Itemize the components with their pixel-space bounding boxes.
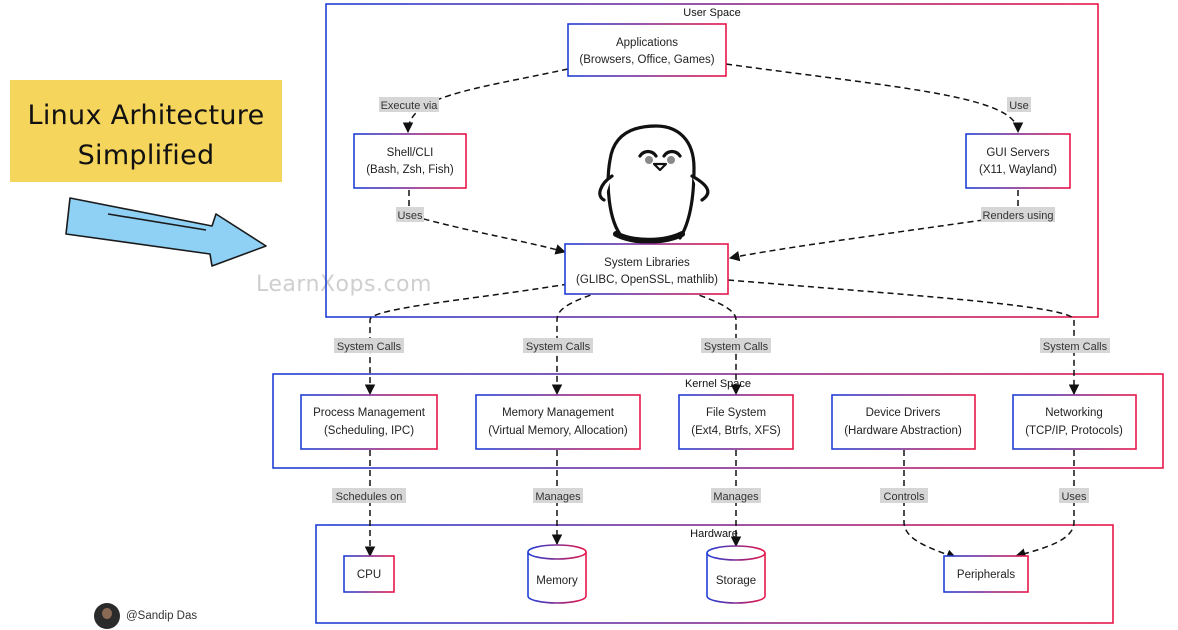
- node-filesystem-subtitle: (Ext4, Btrfs, XFS): [691, 425, 781, 437]
- node-applications-subtitle: (Browsers, Office, Games): [579, 54, 714, 66]
- node-gui-subtitle: (X11, Wayland): [979, 164, 1057, 176]
- penguin-icon: [598, 124, 710, 244]
- node-libraries-title: System Libraries: [604, 257, 690, 269]
- node-networking-title: Networking: [1045, 407, 1103, 419]
- edge-label-system-calls-4: System Calls: [1043, 341, 1108, 353]
- node-memory-label: Memory: [536, 575, 578, 587]
- node-memory: Memory: [527, 544, 587, 604]
- edge-label-manages-fs: Manages: [713, 491, 759, 503]
- node-shell-cli: Shell/CLI (Bash, Zsh, Fish): [353, 133, 467, 189]
- group-title-user-space: User Space: [683, 7, 740, 19]
- title-sticky-note: Linux Arhitecture Simplified: [10, 80, 282, 182]
- edge-apps-shell: [402, 68, 569, 134]
- edge-label-use: Use: [1009, 100, 1029, 112]
- edge-label-renders-using: Renders using: [983, 210, 1054, 222]
- node-storage-label: Storage: [716, 575, 756, 587]
- node-process-subtitle: (Scheduling, IPC): [324, 425, 414, 437]
- edge-libs-process: [364, 283, 569, 396]
- author-badge: @Sandip Das: [94, 602, 197, 630]
- edge-libs-fs: [689, 291, 742, 396]
- node-shell-title: Shell/CLI: [387, 147, 434, 159]
- edge-drivers-peripherals: [903, 450, 957, 560]
- node-process-management: Process Management (Scheduling, IPC): [300, 394, 438, 450]
- node-memory-management: Memory Management (Virtual Memory, Alloc…: [475, 394, 641, 450]
- edge-label-manages-memory: Manages: [535, 491, 581, 503]
- edge-label-schedules-on: Schedules on: [336, 491, 403, 503]
- title-line-1: Linux Arhitecture: [27, 100, 265, 131]
- node-system-libraries: System Libraries (GLIBC, OpenSSL, mathli…: [564, 243, 729, 295]
- edge-apps-gui: [725, 63, 1024, 134]
- edge-libs-net: [727, 279, 1080, 396]
- node-file-system: File System (Ext4, Btrfs, XFS): [678, 394, 794, 450]
- edge-label-system-calls-1: System Calls: [337, 341, 402, 353]
- node-memory-mgmt-title: Memory Management: [502, 407, 615, 419]
- node-filesystem-title: File System: [706, 407, 766, 419]
- watermark: LearnXops.com: [256, 272, 432, 297]
- group-title-kernel-space: Kernel Space: [685, 378, 751, 390]
- node-storage: Storage: [706, 545, 766, 604]
- node-memory-mgmt-subtitle: (Virtual Memory, Allocation): [488, 425, 628, 437]
- group-title-hardware: Hardware: [690, 528, 738, 540]
- node-networking-subtitle: (TCP/IP, Protocols): [1025, 425, 1123, 437]
- node-gui-servers: GUI Servers (X11, Wayland): [965, 133, 1071, 189]
- title-line-2: Simplified: [77, 140, 215, 171]
- edge-label-uses-net: Uses: [1061, 491, 1087, 503]
- node-device-drivers: Device Drivers (Hardware Abstraction): [831, 394, 976, 450]
- edge-label-execute-via: Execute via: [381, 100, 439, 112]
- node-cpu: CPU: [343, 555, 395, 593]
- node-peripherals-label: Peripherals: [957, 569, 1015, 581]
- avatar: [94, 603, 120, 629]
- edge-gui-libs: [728, 190, 1019, 262]
- edge-label-controls: Controls: [884, 491, 925, 503]
- node-applications: Applications (Browsers, Office, Games): [567, 23, 727, 77]
- node-libraries-subtitle: (GLIBC, OpenSSL, mathlib): [576, 274, 718, 286]
- edge-shell-libs: [408, 190, 567, 255]
- edge-label-system-calls-3: System Calls: [704, 341, 769, 353]
- pointer-arrow-icon: [65, 197, 267, 267]
- node-gui-title: GUI Servers: [986, 147, 1050, 159]
- group-user-space: User Space: [325, 3, 1099, 318]
- node-applications-title: Applications: [616, 37, 678, 49]
- node-cpu-label: CPU: [357, 569, 381, 581]
- author-name: @Sandip Das: [126, 610, 198, 622]
- edges: [364, 63, 1080, 560]
- node-shell-subtitle: (Bash, Zsh, Fish): [366, 164, 454, 176]
- node-drivers-subtitle: (Hardware Abstraction): [844, 425, 962, 437]
- node-peripherals: Peripherals: [943, 555, 1029, 593]
- group-hardware: Hardware: [315, 524, 1114, 624]
- node-drivers-title: Device Drivers: [866, 407, 941, 419]
- edge-label-system-calls-2: System Calls: [526, 341, 591, 353]
- edge-libs-memory: [551, 291, 601, 396]
- edge-net-peripherals: [1014, 450, 1075, 559]
- edge-labels: Execute via Use Uses Renders using Syste…: [332, 97, 1110, 503]
- edge-label-uses-shell: Uses: [397, 210, 423, 222]
- node-process-title: Process Management: [313, 407, 426, 419]
- node-networking: Networking (TCP/IP, Protocols): [1012, 394, 1137, 450]
